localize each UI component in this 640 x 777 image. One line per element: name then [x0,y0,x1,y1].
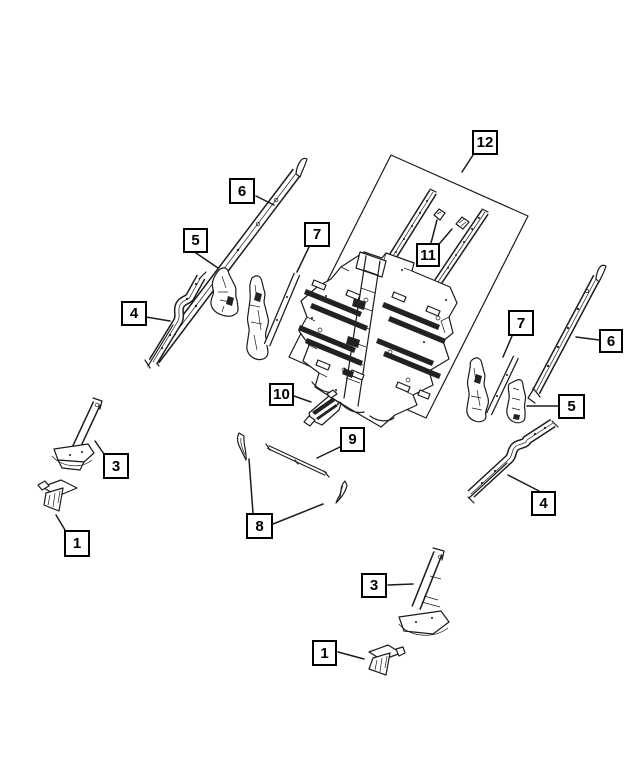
support-post-bottom [398,547,450,636]
leader-line-6-left [255,195,275,206]
support-post-left [51,397,103,471]
callout-6-right[interactable]: 6 [599,329,623,353]
gusset-bracket-left [210,267,239,317]
front-rail-right [466,355,519,423]
leader-lines [55,154,600,660]
leader-line-12 [461,154,474,173]
callout-5-left[interactable]: 5 [183,228,208,253]
callout-7-left[interactable]: 7 [304,222,330,247]
leader-line-4-right [507,474,540,492]
leader-line-11-b [439,228,453,244]
clip-right [455,216,470,230]
leader-line-8-b [272,503,324,525]
reinforcement-strip-left [236,432,247,461]
callout-12[interactable]: 12 [472,130,498,155]
callout-8[interactable]: 8 [246,513,273,539]
leader-line-4-left [145,316,171,322]
callout-1-bottom[interactable]: 1 [312,640,337,666]
callout-4-left[interactable]: 4 [121,301,147,326]
callout-1-left[interactable]: 1 [64,530,90,557]
callout-5-right[interactable]: 5 [558,394,585,419]
callout-4-right[interactable]: 4 [531,491,556,516]
front-rail-left [246,272,301,361]
callout-3-bottom[interactable]: 3 [361,573,387,598]
callout-9[interactable]: 9 [340,427,365,452]
gusset-bracket-right [506,379,527,424]
leader-line-7-right [502,335,513,358]
callout-6-left[interactable]: 6 [229,178,255,204]
floor-pan-assembly [298,251,458,428]
rear-rail-left [144,271,207,369]
bracket-clip-left [37,479,78,512]
leader-line-10 [293,395,312,403]
leader-line-3-left [94,440,105,455]
reinforcement-strip-right [335,480,348,504]
bracket-clip-bottom [368,644,406,676]
leader-line-1-bottom [337,651,365,660]
support-rod [265,443,330,478]
callout-3-left[interactable]: 3 [103,453,129,479]
center-bracket [303,389,342,427]
callout-10[interactable]: 10 [269,383,294,406]
leader-line-6-right [575,336,600,341]
leader-line-5-left [195,252,219,269]
leader-line-9 [316,446,341,459]
leader-line-3-bottom [387,583,414,586]
seat-rail-inner-right [434,208,489,290]
leader-line-8-a [248,458,254,514]
rear-rail-right [467,418,559,504]
callout-7-right[interactable]: 7 [508,310,534,336]
leader-line-1-left [55,514,66,531]
leader-line-7-left [296,246,310,273]
sill-rail-right [527,264,607,404]
clip-left [433,208,446,221]
callout-11[interactable]: 11 [416,243,440,267]
leader-line-11-a [430,219,438,244]
